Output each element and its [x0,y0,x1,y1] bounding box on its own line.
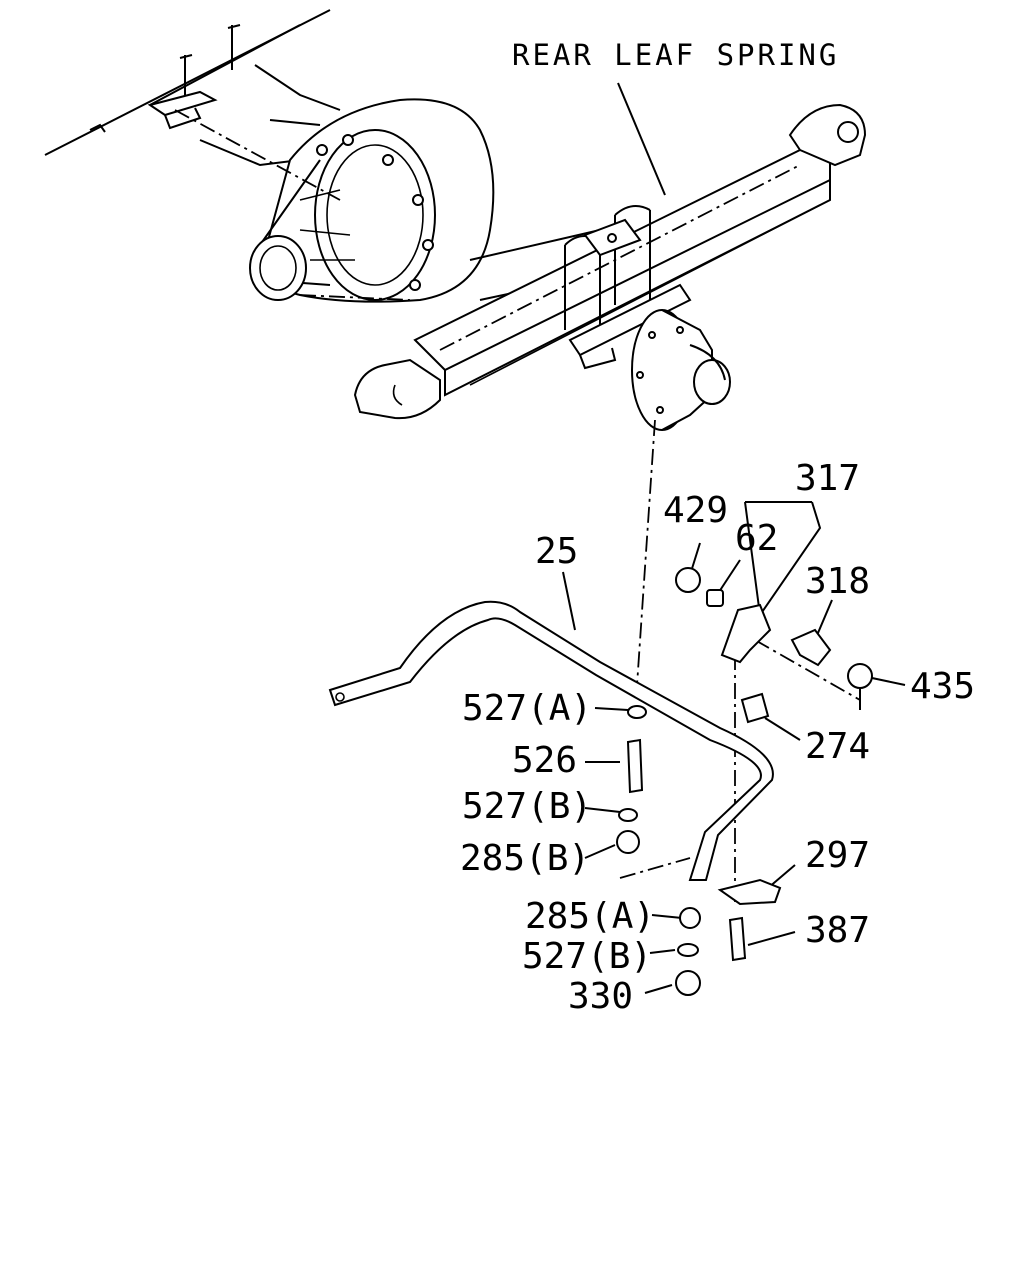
callout-435: 435 [910,666,975,707]
differential-housing [174,64,495,303]
callout-274: 274 [805,726,870,767]
callout-285b: 285(B) [460,838,590,879]
stud-icon [626,738,644,794]
callout-317: 317 [795,458,860,499]
leaf-spring [353,103,867,420]
callout-62: 62 [735,518,778,559]
bracket-icon [720,603,772,664]
clamp-icon [717,878,782,906]
callout-330: 330 [568,976,633,1017]
u-bolts [564,205,692,370]
callout-527a: 527(A) [462,688,592,729]
bolt-icon [790,628,832,667]
washer-icon [677,943,699,957]
washer-icon [618,808,638,822]
stabilizer-bar [328,600,774,881]
bushing-icon [616,830,640,854]
bushing-icon [740,692,770,724]
callout-387: 387 [805,910,870,951]
nut-icon [675,970,701,996]
callout-285a: 285(A) [525,896,655,937]
link-collar-icon [706,589,724,607]
callout-527b-lower: 527(B) [522,936,652,977]
callout-526: 526 [512,740,577,781]
stabilizer-parts [328,567,873,996]
nut-icon [847,663,873,689]
callout-429: 429 [663,490,728,531]
link-nut-icon [675,567,701,593]
bushing-icon [679,907,701,929]
rear-axle-assembly [44,9,867,431]
callout-318: 318 [805,561,870,602]
washer-icon [627,705,647,719]
callout-297: 297 [805,835,870,876]
frame-rail [44,9,331,156]
labels: REAR LEAF SPRING 25 317 429 62 318 435 2… [460,38,975,1017]
callout-527b-upper: 527(B) [462,786,592,827]
bolt-icon [728,916,747,962]
diagram-title: REAR LEAF SPRING [512,38,839,72]
wheel-hub [631,309,731,431]
callout-25: 25 [535,531,578,572]
